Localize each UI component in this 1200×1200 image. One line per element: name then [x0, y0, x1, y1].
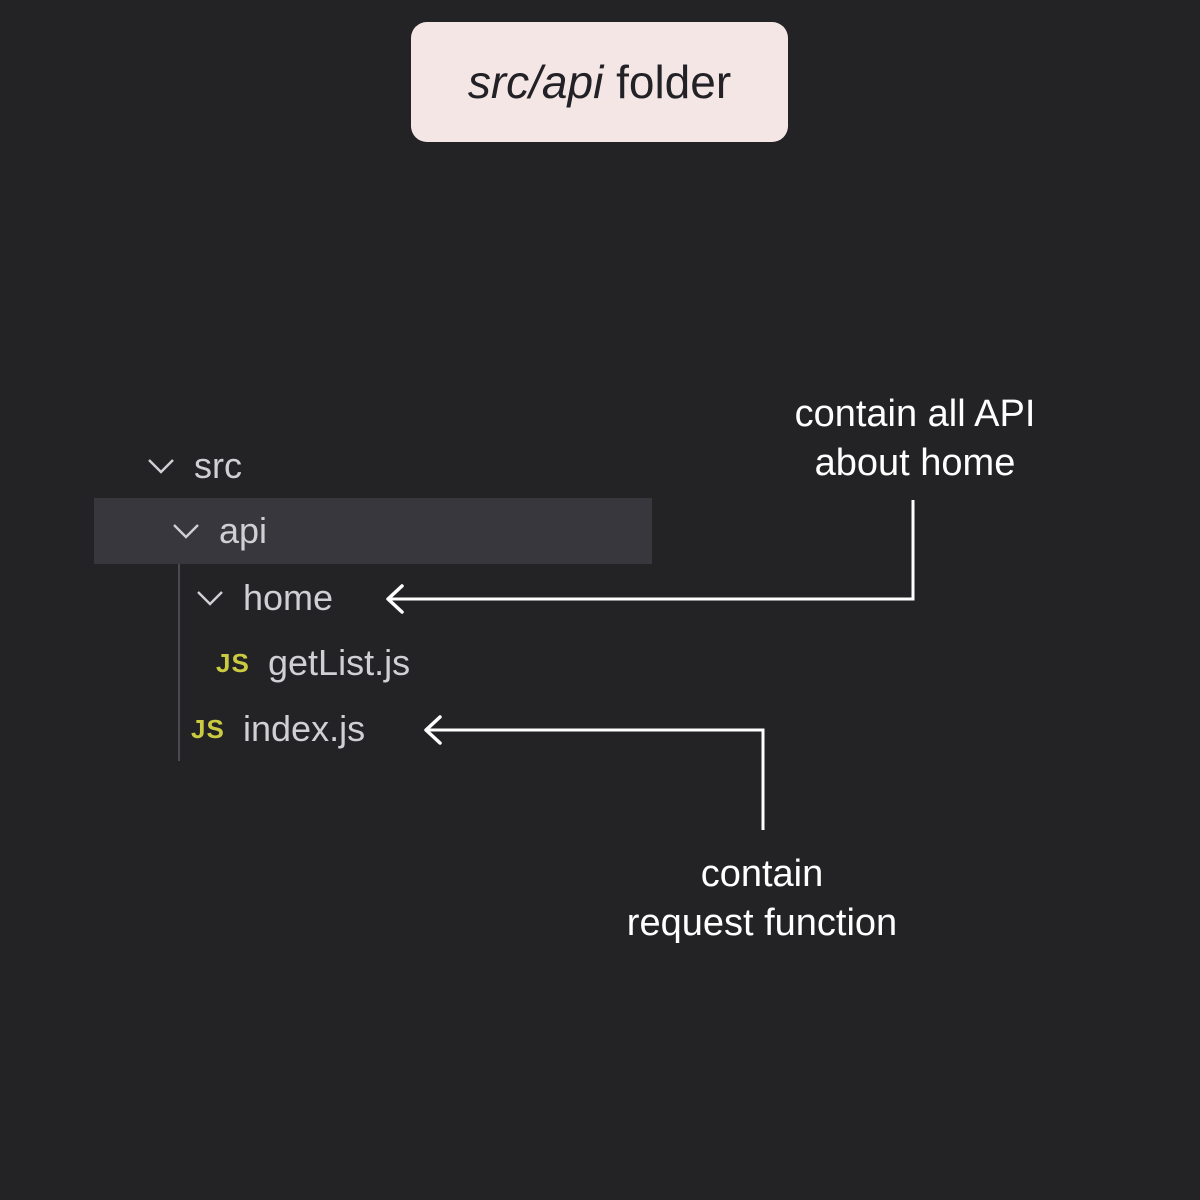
title-italic: src/api	[467, 56, 604, 108]
chevron-down-icon[interactable]	[195, 583, 225, 613]
annotation-index: contain request function	[590, 850, 934, 948]
indent-guide	[178, 564, 180, 761]
javascript-file-icon: JS	[191, 713, 225, 744]
javascript-file-icon: JS	[216, 647, 250, 678]
annotation-home: contain all API about home	[760, 390, 1070, 488]
annotation-home-line1: contain all API	[794, 393, 1036, 435]
tree-item-home[interactable]: home	[195, 565, 333, 631]
chevron-down-icon[interactable]	[171, 516, 201, 546]
title-badge: src/api folder	[411, 22, 788, 142]
tree-item-label: src	[194, 445, 242, 486]
tree-item-label: getList.js	[268, 642, 411, 683]
chevron-down-icon[interactable]	[146, 451, 176, 481]
tree-item-label: index.js	[243, 708, 366, 749]
tree-item-api[interactable]: api	[171, 498, 267, 564]
tree-item-label: api	[219, 510, 268, 551]
tree-item-getlist-js[interactable]: JS getList.js	[216, 630, 410, 696]
annotation-index-line2: request function	[626, 902, 898, 944]
title-plain: folder	[603, 56, 732, 108]
tree-item-index-js[interactable]: JS index.js	[191, 696, 365, 762]
annotation-home-line2: about home	[814, 442, 1016, 484]
tree-item-label: home	[243, 577, 334, 618]
tree-item-src[interactable]: src	[146, 433, 242, 499]
annotation-index-line1: contain	[700, 853, 824, 895]
